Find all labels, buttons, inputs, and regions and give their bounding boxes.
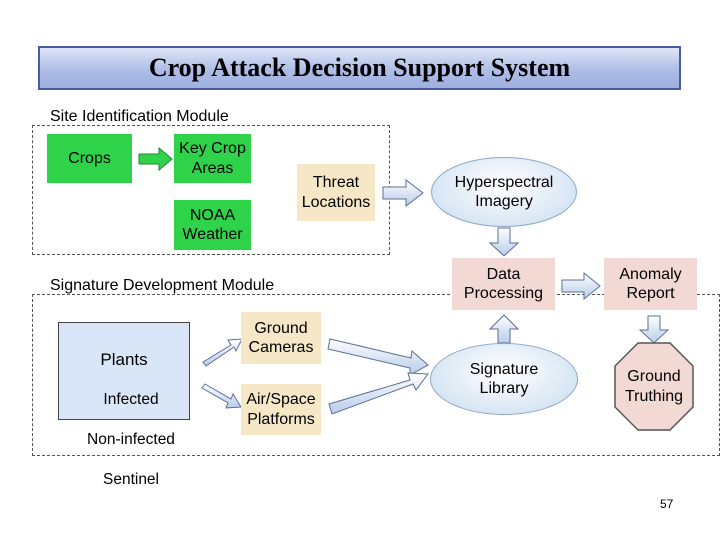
key-crop-areas-box: Key Crop Areas [174,134,251,183]
page-title: Crop Attack Decision Support System [38,46,681,90]
plants-item-sentinel: Sentinel [102,470,159,488]
crops-label: Crops [68,149,111,167]
page-title-text: Crop Attack Decision Support System [148,53,571,82]
key-crop-areas-label: Key Crop Areas [179,140,246,177]
ground-cameras-label: Ground Cameras [248,319,314,356]
air-space-platforms-label: Air/Space Platforms [246,391,316,428]
arrow-hyperspectral-to-data-processing [488,227,520,257]
arrow-ground-cameras-to-signature-library [327,338,429,376]
air-space-platforms-box: Air/Space Platforms [241,384,321,435]
signature-development-module-label: Signature Development Module [50,277,275,294]
ground-cameras-box: Ground Cameras [241,312,321,364]
arrow-threat-to-hyperspectral [382,178,424,208]
arrow-crops-to-key-crop-areas [138,146,173,172]
signature-library-oval: Signature Library [430,343,578,415]
data-processing-box: Data Processing [452,258,555,310]
threat-locations-box: Threat Locations [297,164,375,221]
arrow-plants-to-ground-cameras [202,338,243,367]
noaa-weather-label: NOAA Weather [182,206,243,243]
hyperspectral-imagery-label: Hyperspectral Imagery [454,173,554,210]
crops-box: Crops [47,134,132,183]
plants-item-non-infected: Non-infected [87,430,175,448]
noaa-weather-box: NOAA Weather [174,200,251,250]
ground-truthing-box: Ground Truthing [615,343,693,430]
site-identification-module-label: Site Identification Module [50,108,229,125]
arrow-air-space-to-signature-library [328,372,429,415]
arrow-data-processing-to-anomaly-report [561,271,601,301]
ground-truthing-label: Ground Truthing [624,368,684,405]
arrow-signature-library-to-data-processing [488,314,520,344]
data-processing-label: Data Processing [463,265,544,302]
plants-heading: Plants [100,350,148,370]
ground-truthing-octagon [614,342,694,431]
arrow-anomaly-to-ground-truthing [638,315,670,344]
page-number: 57 [660,497,674,511]
hyperspectral-imagery-oval: Hyperspectral Imagery [431,157,577,227]
plants-item-infected: Infected [103,390,159,408]
arrow-plants-to-air-space-platforms [201,383,242,409]
anomaly-report-label: Anomaly Report [619,265,682,302]
signature-library-label: Signature Library [469,360,539,397]
threat-locations-label: Threat Locations [301,174,371,211]
anomaly-report-box: Anomaly Report [604,258,697,310]
plants-box: Plants Infected Non-infected Sentinel [58,322,190,488]
